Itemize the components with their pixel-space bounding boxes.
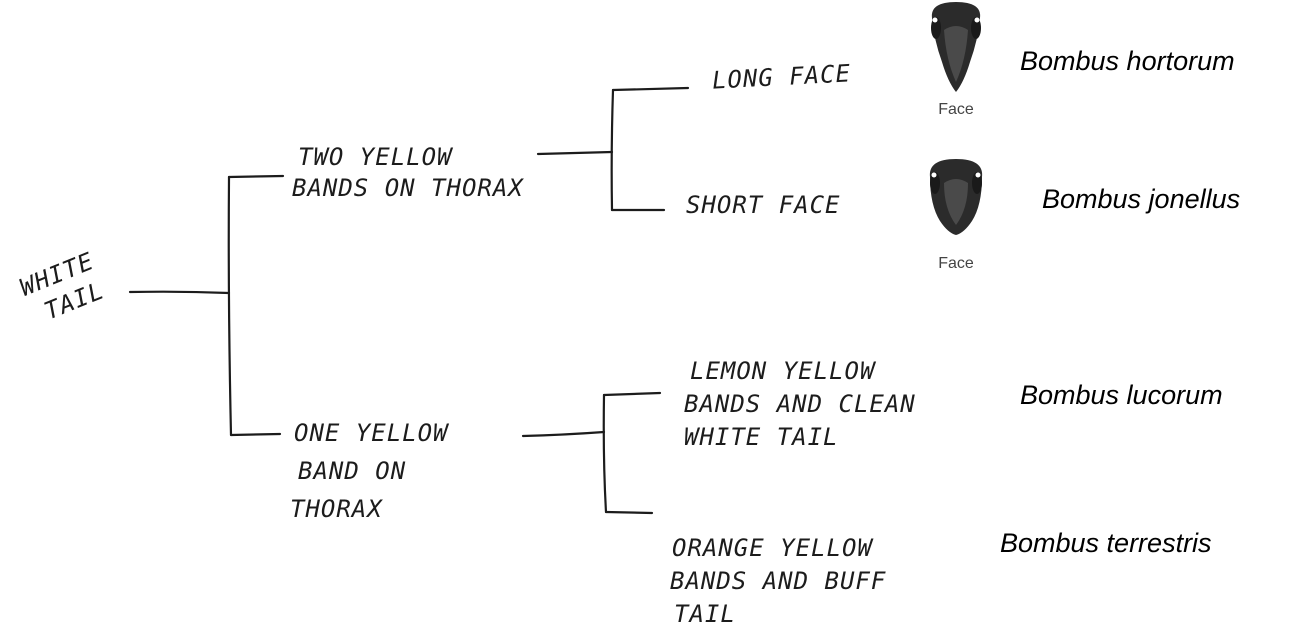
lower-stem-line [523, 432, 604, 436]
lemon-yellow-line-1: LEMON YELLOW [684, 355, 916, 388]
short-face-label: SHORT FACE [686, 190, 841, 221]
upper-fork-vertical [612, 90, 613, 210]
two-yellow-bands-line-1: TWO YELLOW [292, 142, 524, 173]
root-fork-vertical [229, 177, 231, 435]
long-face-caption: Face [922, 101, 990, 119]
short-face-caption: Face [922, 255, 990, 273]
long-face-arm [613, 88, 688, 90]
root-stem-line [130, 292, 229, 293]
orange-yellow-line-3: TAIL [670, 598, 886, 631]
lower-fork-vertical [604, 395, 606, 512]
lemon-yellow-line-2: BANDS AND CLEAN [684, 388, 916, 421]
one-yellow-band-line-2: BAND ON [290, 452, 449, 490]
two-yellow-bands-line-2: BANDS ON THORAX [292, 173, 524, 204]
orange-yellow-label: ORANGE YELLOW BANDS AND BUFF TAIL [670, 532, 886, 631]
species-bombus-lucorum: Bombus lucorum [1020, 380, 1223, 411]
two-yellow-bands-label: TWO YELLOW BANDS ON THORAX [292, 142, 524, 204]
one-yellow-band-line-3: THORAX [290, 490, 449, 528]
upper-stem-line [538, 152, 612, 154]
one-yellow-band-line-1: ONE YELLOW [290, 414, 449, 452]
lemon-arm [604, 393, 660, 395]
lemon-yellow-label: LEMON YELLOW BANDS AND CLEAN WHITE TAIL [684, 355, 916, 454]
upper-branch-arm [229, 176, 283, 177]
species-bombus-terrestris: Bombus terrestris [1000, 528, 1212, 559]
lemon-yellow-line-3: WHITE TAIL [684, 421, 916, 454]
orange-yellow-line-2: BANDS AND BUFF [670, 565, 886, 598]
orange-yellow-line-1: ORANGE YELLOW [670, 532, 886, 565]
lower-branch-arm [231, 434, 280, 435]
species-bombus-hortorum: Bombus hortorum [1020, 46, 1235, 77]
species-bombus-jonellus: Bombus jonellus [1042, 184, 1240, 215]
orange-arm [606, 512, 652, 513]
one-yellow-band-label: ONE YELLOW BAND ON THORAX [290, 414, 449, 528]
bumblebee-short-face-icon [922, 155, 990, 255]
bumblebee-long-face-icon [922, 0, 990, 100]
